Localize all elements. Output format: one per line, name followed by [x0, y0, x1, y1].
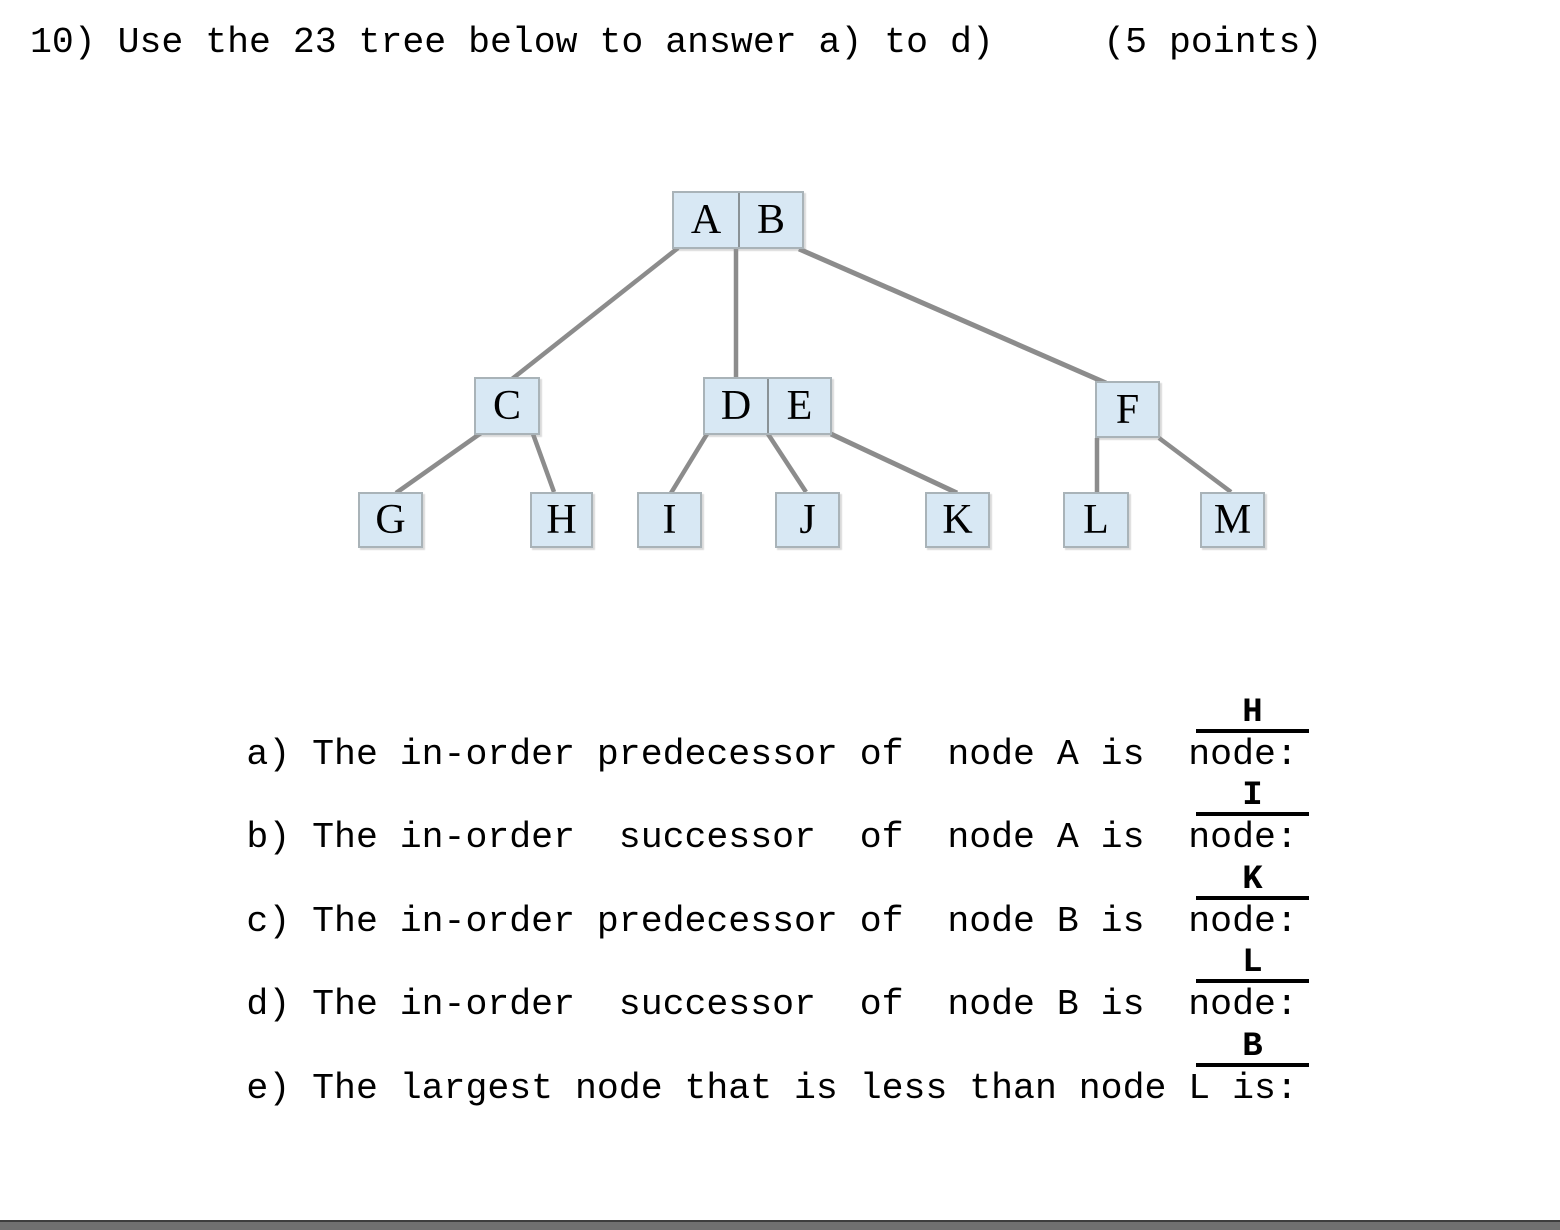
tree-key-I: I	[662, 497, 677, 543]
tree-leaf-I: I	[637, 492, 702, 548]
question-a-label: a)	[246, 734, 291, 775]
tree-key-A: A	[674, 193, 740, 247]
question-b-text: The in-order successor of node A is node…	[312, 817, 1298, 858]
tree-key-J: J	[799, 497, 816, 543]
tree-leaf-J: J	[775, 492, 840, 548]
tree-node-root-AB: A B	[672, 191, 804, 249]
tree-key-L: L	[1083, 497, 1109, 543]
tree-key-M: M	[1213, 497, 1252, 543]
question-d-label: d)	[246, 984, 291, 1025]
question-b-label: b)	[246, 817, 291, 858]
tree-key-E: E	[786, 383, 813, 429]
answer-blank-c: K	[1196, 858, 1309, 900]
answer-c: K	[1242, 861, 1263, 899]
question-c-text: The in-order predecessor of node B is no…	[312, 901, 1298, 942]
answer-a: H	[1242, 694, 1263, 732]
tree-leaf-K: K	[925, 492, 990, 548]
tree-key-C: C	[492, 383, 521, 429]
answer-blank-b: I	[1196, 774, 1309, 816]
tree-leaf-G: G	[358, 492, 423, 548]
tree-node-C: C	[474, 377, 540, 435]
answer-blank-d: L	[1196, 941, 1309, 983]
tree-key-G: G	[375, 497, 406, 543]
question-b: b) The in-order successor of node A is n…	[115, 776, 1309, 858]
tree-key-H: H	[546, 497, 577, 543]
tree-key-F: F	[1115, 386, 1140, 433]
question-e: e) The largest node that is less than no…	[115, 1027, 1309, 1109]
question-a: a) The in-order predecessor of node A is…	[115, 693, 1309, 775]
tree-key-D: D	[705, 379, 769, 433]
question-c-label: c)	[246, 901, 291, 942]
answer-blank-e: B	[1196, 1025, 1309, 1067]
question-e-label: e)	[246, 1068, 291, 1109]
answer-b: I	[1242, 777, 1263, 815]
answer-e: B	[1242, 1028, 1263, 1066]
tree-node-F: F	[1095, 381, 1160, 438]
answer-d: L	[1242, 944, 1263, 982]
answer-blank-a: H	[1196, 691, 1309, 733]
question-d-text: The in-order successor of node B is node…	[312, 984, 1298, 1025]
window-bottom-edge-bar	[0, 1220, 1560, 1230]
question-a-text: The in-order predecessor of node A is no…	[312, 734, 1298, 775]
tree-key-K: K	[942, 497, 973, 543]
tree-leaf-H: H	[530, 492, 593, 548]
tree-key-B: B	[756, 197, 785, 243]
question-title: 10) Use the 23 tree below to answer a) t…	[30, 22, 1323, 63]
question-d: d) The in-order successor of node B is n…	[115, 943, 1309, 1025]
tree-leaf-L: L	[1063, 492, 1129, 548]
tree-node-DE: D E	[703, 377, 832, 435]
tree-diagram: A B C D E F G H I J K L	[358, 191, 1265, 548]
question-e-text: The largest node that is less than node …	[312, 1068, 1298, 1109]
tree-leaf-M: M	[1200, 492, 1265, 548]
question-c: c) The in-order predecessor of node B is…	[115, 860, 1309, 942]
tree-edges	[394, 246, 1233, 496]
